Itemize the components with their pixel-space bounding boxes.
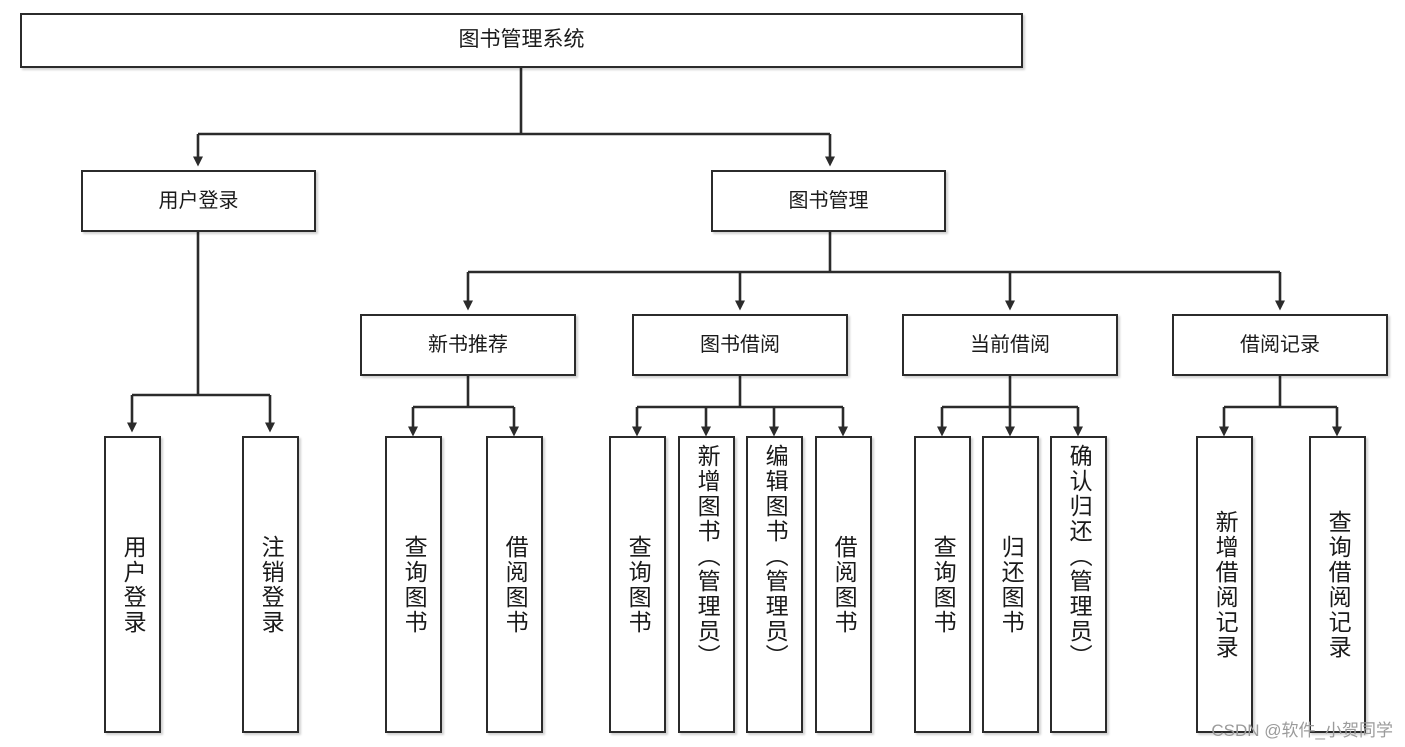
node-leaf-user-login[interactable]: 用户登录 xyxy=(104,436,161,733)
node-leaf-borrow-book-2[interactable]: 借阅图书 xyxy=(815,436,872,733)
node-borrow-record-label: 借阅记录 xyxy=(1240,333,1320,356)
node-leaf-query-book-3-label: 查询图书 xyxy=(930,534,957,635)
node-new-book-recommend-label: 新书推荐 xyxy=(428,333,508,356)
node-leaf-return-book[interactable]: 归还图书 xyxy=(982,436,1039,733)
node-user-login[interactable]: 用户登录 xyxy=(81,170,316,232)
node-leaf-add-book-label: 新增图书（管理员） xyxy=(694,444,721,669)
watermark: CSDN @软件_小贺同学 xyxy=(1211,721,1393,740)
node-current-borrow-label: 当前借阅 xyxy=(970,333,1050,356)
node-leaf-add-borrow-record[interactable]: 新增借阅记录 xyxy=(1196,436,1253,733)
node-book-borrow-label: 图书借阅 xyxy=(700,333,780,356)
node-leaf-edit-book-label: 编辑图书（管理员） xyxy=(762,444,789,669)
node-root-label: 图书管理系统 xyxy=(458,28,585,52)
node-leaf-query-book-2-label: 查询图书 xyxy=(625,534,652,635)
node-leaf-query-book-3[interactable]: 查询图书 xyxy=(914,436,971,733)
node-leaf-borrow-book-1[interactable]: 借阅图书 xyxy=(486,436,543,733)
node-leaf-confirm-return[interactable]: 确认归还（管理员） xyxy=(1050,436,1107,733)
node-current-borrow[interactable]: 当前借阅 xyxy=(902,314,1118,376)
node-leaf-confirm-return-label: 确认归还（管理员） xyxy=(1066,444,1093,669)
node-leaf-query-book-2[interactable]: 查询图书 xyxy=(609,436,666,733)
node-leaf-edit-book[interactable]: 编辑图书（管理员） xyxy=(746,436,803,733)
node-leaf-borrow-book-2-label: 借阅图书 xyxy=(831,534,858,635)
node-leaf-logout-login[interactable]: 注销登录 xyxy=(242,436,299,733)
node-root[interactable]: 图书管理系统 xyxy=(20,13,1023,68)
node-leaf-query-book-1[interactable]: 查询图书 xyxy=(385,436,442,733)
node-leaf-add-borrow-record-label: 新增借阅记录 xyxy=(1212,509,1239,660)
node-leaf-query-book-1-label: 查询图书 xyxy=(401,534,428,635)
node-book-management[interactable]: 图书管理 xyxy=(711,170,946,232)
node-leaf-borrow-book-1-label: 借阅图书 xyxy=(502,534,529,635)
node-book-borrow[interactable]: 图书借阅 xyxy=(632,314,848,376)
node-leaf-add-book[interactable]: 新增图书（管理员） xyxy=(678,436,735,733)
node-leaf-logout-login-label: 注销登录 xyxy=(258,534,285,635)
node-new-book-recommend[interactable]: 新书推荐 xyxy=(360,314,576,376)
node-borrow-record[interactable]: 借阅记录 xyxy=(1172,314,1388,376)
node-leaf-query-borrow-record-label: 查询借阅记录 xyxy=(1325,509,1352,660)
node-book-management-label: 图书管理 xyxy=(788,189,869,212)
node-leaf-return-book-label: 归还图书 xyxy=(998,534,1025,635)
node-user-login-label: 用户登录 xyxy=(158,189,239,212)
node-leaf-query-borrow-record[interactable]: 查询借阅记录 xyxy=(1309,436,1366,733)
node-leaf-user-login-label: 用户登录 xyxy=(120,534,147,635)
